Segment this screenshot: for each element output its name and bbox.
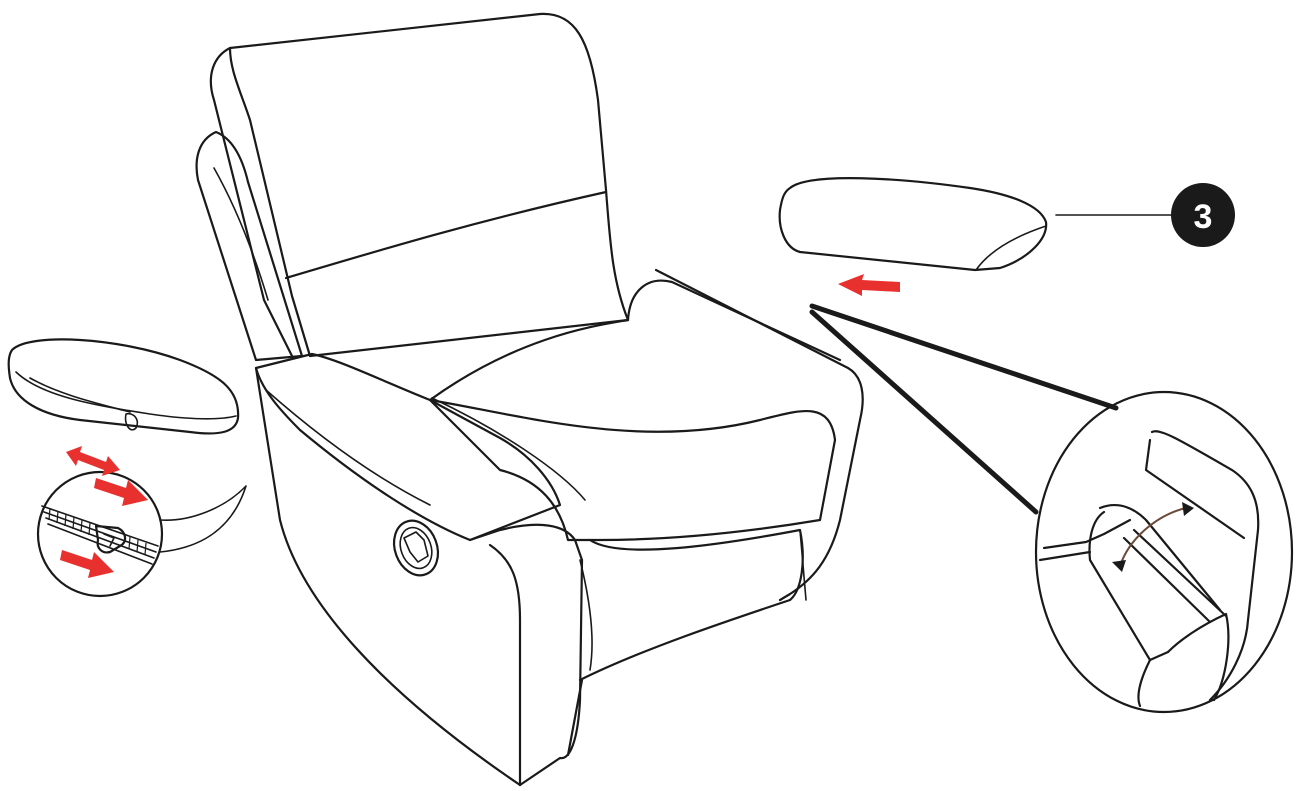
armrest-slot-detail-icon [809,303,1294,714]
arrow-left-icon [838,274,900,296]
direction-arrows [60,274,900,578]
double-arrow-icon [66,446,120,476]
arrow-right-icon [60,550,114,578]
step-badge: 3 [1171,183,1235,247]
recline-lever-icon [392,519,440,577]
zipper-detail-icon [36,470,247,598]
step-badge-label: 3 [1194,198,1213,236]
right-armrest-cushion-icon [778,177,1048,272]
arrow-right-icon [94,478,148,506]
left-armrest-cushion-icon [7,338,240,435]
recliner-chair-icon [195,12,864,787]
